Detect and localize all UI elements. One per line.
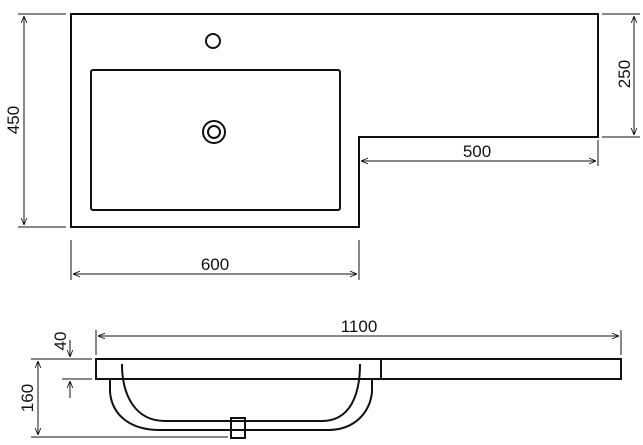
basin-bowl-outline <box>90 69 341 211</box>
plan-view <box>70 13 599 228</box>
drain-hole-icon <box>202 120 226 144</box>
dimension-total-length: 1100 <box>95 317 622 355</box>
dimension-label: 600 <box>201 255 229 274</box>
dimension-ledge-length: 500 <box>358 140 599 166</box>
vanity-top-outline <box>70 13 599 228</box>
dimension-top-height: 450 <box>4 13 66 228</box>
dimension-label: 250 <box>615 60 634 88</box>
waste-outlet-icon <box>230 417 246 439</box>
dimension-basin-width: 600 <box>70 240 360 280</box>
dimension-label: 450 <box>4 106 23 134</box>
tap-hole-icon <box>205 33 221 49</box>
dimension-right-height: 250 <box>602 13 640 138</box>
drain-inner-ring-icon <box>207 125 221 139</box>
dimension-label: 160 <box>18 384 37 412</box>
bowl-profile-inner <box>121 363 361 422</box>
bowl-profile-outer <box>109 379 373 431</box>
dimension-label: 500 <box>463 142 491 161</box>
dimension-label: 40 <box>51 332 70 351</box>
dimension-label: 1100 <box>341 317 378 336</box>
dimension-deck-thickness: 40 <box>51 332 92 398</box>
dimension-side-depth: 160 <box>18 358 228 438</box>
side-view <box>95 358 622 439</box>
